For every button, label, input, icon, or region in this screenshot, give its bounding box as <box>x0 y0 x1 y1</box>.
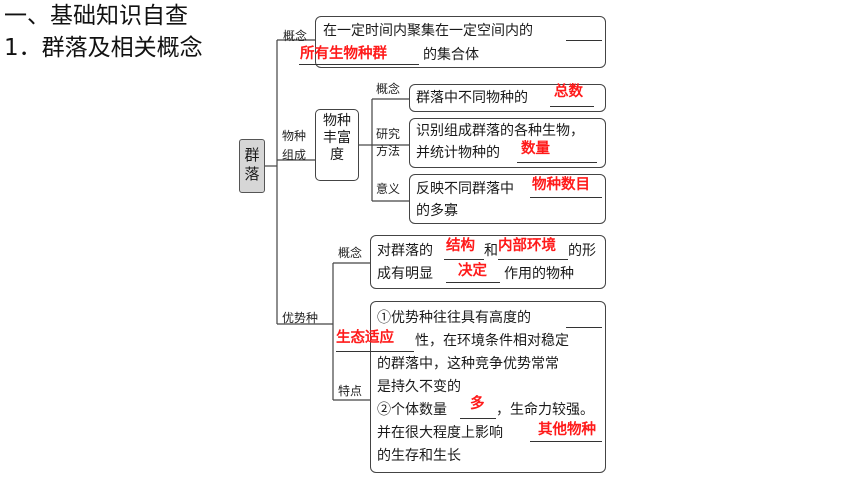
features-label: 特点 <box>338 384 363 398</box>
features-line-4: 是持久不变的 <box>377 379 461 395</box>
concept-text-2: 的集合体 <box>423 47 479 63</box>
answer-internal-environment: 内部环境 <box>498 238 556 254</box>
features-box <box>370 301 606 473</box>
richness-line-2: 丰富 <box>323 130 351 146</box>
answer-total-number: 总数 <box>554 84 583 100</box>
answer-blank <box>566 327 602 328</box>
answer-blank <box>530 441 602 442</box>
dominant-species-label: 优势种 <box>282 311 319 325</box>
root-node-community: 群落 <box>239 139 265 193</box>
features-line-7: 的生存和生长 <box>377 448 461 464</box>
answer-species-count: 物种数目 <box>532 177 590 193</box>
subsection-heading: 1．群落及相关概念 <box>4 35 203 61</box>
root-label: 群落 <box>244 146 260 183</box>
answer-blank <box>336 351 414 352</box>
dominant-concept-box <box>370 235 606 289</box>
concept-box <box>315 16 606 68</box>
answer-structure: 结构 <box>446 238 475 254</box>
meaning-text-2: 的多寡 <box>416 203 458 219</box>
dominant-concept-text-5: 作用的物种 <box>504 266 574 282</box>
answer-many: 多 <box>470 396 485 412</box>
answer-all-populations: 所有生物种群 <box>300 46 387 62</box>
meaning-text-1: 反映不同群落中 <box>416 181 514 197</box>
richness-line-3: 度 <box>330 147 344 163</box>
method-text-1: 识别组成群落的各种生物， <box>416 123 584 139</box>
dominant-concept-text-4: 成有明显 <box>377 266 433 282</box>
concept-text-1: 在一定时间内聚集在一定空间内的 <box>323 23 533 39</box>
species-richness-node: 物种 丰富 度 <box>315 109 359 181</box>
answer-blank <box>498 259 568 260</box>
answer-blank <box>299 64 419 65</box>
answer-blank <box>566 40 602 41</box>
features-line-3: 的群落中，这种竞争优势常常 <box>377 356 559 372</box>
dominant-concept-text-1: 对群落的 <box>377 243 433 259</box>
dominant-concept-label: 概念 <box>338 246 363 260</box>
richness-line-1: 物种 <box>323 113 351 129</box>
features-line-5b: ，生命力较强。 <box>496 402 594 418</box>
dominant-concept-text-2: 和 <box>484 243 498 259</box>
method-box <box>409 118 606 168</box>
method-label-2: 方法 <box>376 144 401 158</box>
answer-blank <box>446 282 500 283</box>
method-text-2: 并统计物种的 <box>416 145 500 161</box>
answer-blank <box>460 418 496 419</box>
species-composition-label-2: 组成 <box>282 148 307 162</box>
dominant-concept-text-3: 的形 <box>568 243 596 259</box>
answer-blank <box>444 259 484 260</box>
answer-blank <box>517 162 597 163</box>
answer-other-species: 其他物种 <box>538 422 596 438</box>
richness-concept-label: 概念 <box>376 82 401 96</box>
answer-blank <box>550 106 594 107</box>
answer-decisive: 决定 <box>458 263 487 279</box>
answer-quantity: 数量 <box>521 141 550 157</box>
features-line-6: 并在很大程度上影响 <box>377 425 503 441</box>
concept-label: 概念 <box>283 29 308 43</box>
features-line-1: ①优势种往往具有高度的 <box>377 310 531 326</box>
features-line-5a: ②个体数量 <box>377 402 447 418</box>
section-heading: 一、基础知识自查 <box>4 3 188 29</box>
richness-concept-text: 群落中不同物种的 <box>416 90 528 106</box>
meaning-box <box>409 174 606 224</box>
richness-concept-box <box>409 84 606 112</box>
answer-ecological-adaptation: 生态适应 <box>336 330 394 346</box>
method-label-1: 研究 <box>376 127 401 141</box>
answer-blank <box>530 197 602 198</box>
meaning-label: 意义 <box>376 182 401 196</box>
species-composition-label-1: 物种 <box>282 129 307 143</box>
features-line-2: 性，在环境条件相对稳定 <box>415 333 569 349</box>
